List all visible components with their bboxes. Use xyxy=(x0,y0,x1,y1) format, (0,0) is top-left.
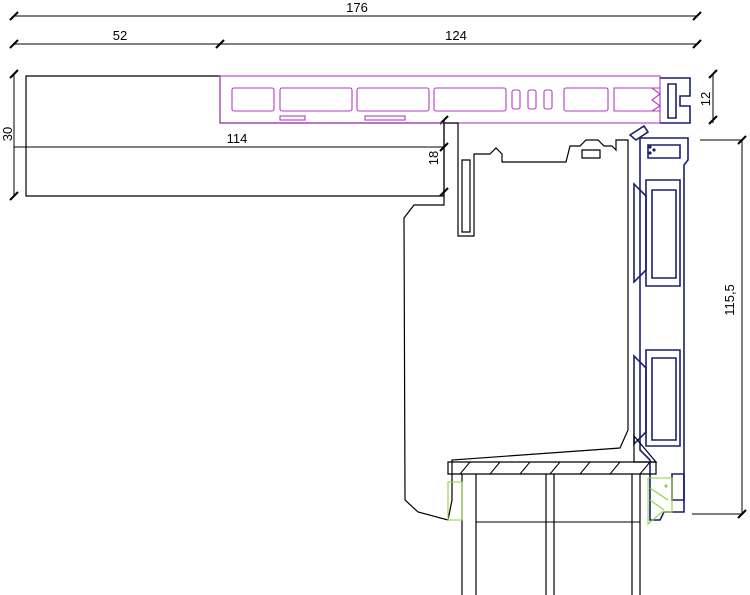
dimension-124-label: 124 xyxy=(445,28,467,43)
dimension-52-label: 52 xyxy=(113,28,127,43)
dimension-114-label: 114 xyxy=(227,131,248,146)
dimension-124: 124 xyxy=(220,28,702,49)
dimension-52: 52 xyxy=(9,28,225,49)
frame-outline xyxy=(403,122,629,521)
dimension-115-5: 115,5 xyxy=(692,135,747,519)
dimension-12-label: 12 xyxy=(698,92,713,106)
dimension-114: 114 xyxy=(14,131,449,152)
edge-cap xyxy=(660,77,691,124)
insulation-profile xyxy=(219,75,661,124)
dimension-18-label: 18 xyxy=(426,151,441,165)
dimension-115-5-label: 115,5 xyxy=(722,284,737,316)
seals xyxy=(447,477,673,526)
glazing-lines xyxy=(461,474,641,595)
dimension-176-label: 176 xyxy=(346,0,368,15)
dimension-12: 12 xyxy=(698,69,718,125)
dimension-18: 18 xyxy=(426,115,449,197)
dimension-30: 30 xyxy=(0,69,19,201)
hatched-bead xyxy=(447,434,658,475)
side-profile xyxy=(628,124,689,521)
dimension-30-label: 30 xyxy=(0,127,15,141)
dimension-176: 176 xyxy=(9,0,702,21)
